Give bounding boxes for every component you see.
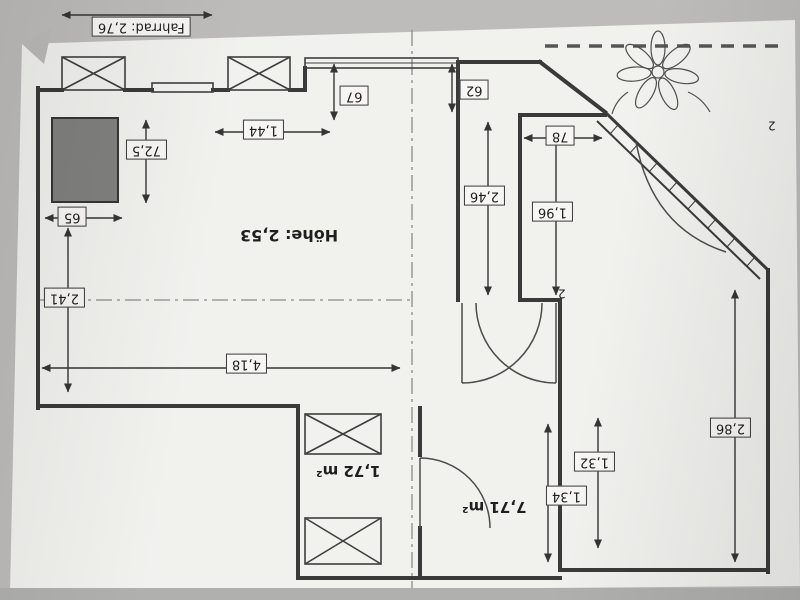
stray-digit-top: 2 xyxy=(768,118,776,133)
walls xyxy=(36,59,770,580)
dim-label-4-18: 4,18 xyxy=(226,354,267,374)
door-arc-bathroom xyxy=(419,457,491,529)
center-lines xyxy=(38,30,413,588)
dim-label-65: 65 xyxy=(58,207,87,227)
window-hatch-2 xyxy=(227,56,291,91)
dimension-arrows xyxy=(41,11,739,563)
room-height-label: Höhe: 2,53 xyxy=(240,226,339,246)
paper-sheet xyxy=(10,20,800,592)
dim-label-72-5: 72,5 xyxy=(126,140,167,160)
paper-corner-notch xyxy=(22,28,52,64)
dim-label-2-41: 2,41 xyxy=(44,288,85,308)
window-band xyxy=(304,57,459,69)
dim-label-67: 67 xyxy=(340,86,369,106)
dim-label-1-34: 1,34 xyxy=(546,486,587,506)
shaft-hatch-2 xyxy=(304,517,382,565)
window-sill xyxy=(151,82,214,93)
shaft-hatch-1 xyxy=(304,413,382,455)
dim-label-2-46: 2,46 xyxy=(464,186,505,206)
cabinet-block xyxy=(51,117,119,203)
dim-label-fahrrad: Fahrrad: 2,76 xyxy=(92,17,191,37)
door-arc-double-right xyxy=(475,302,557,384)
diagonal-wall xyxy=(596,110,770,280)
area-label-bathroom: 1,72 m² xyxy=(316,462,381,480)
stray-digit-mid: 2 xyxy=(558,286,566,301)
dim-label-1-32: 1,32 xyxy=(574,452,615,472)
dim-label-1-44: 1,44 xyxy=(243,120,284,140)
door-arc-balcony xyxy=(635,141,727,253)
area-label-room: 7,71 m² xyxy=(462,498,527,516)
photo-bottom-edge xyxy=(0,588,800,600)
dim-label-2-86: 2,86 xyxy=(710,418,751,438)
window-hatch-1 xyxy=(61,56,126,91)
plant-icon xyxy=(611,30,711,115)
door-arcs xyxy=(419,141,727,529)
window-hatches xyxy=(61,56,459,565)
dim-label-1-96: 1,96 xyxy=(532,202,573,222)
dim-label-62: 62 xyxy=(460,80,489,100)
dim-label-78: 78 xyxy=(546,126,575,146)
door-arc-double-left xyxy=(461,302,543,384)
